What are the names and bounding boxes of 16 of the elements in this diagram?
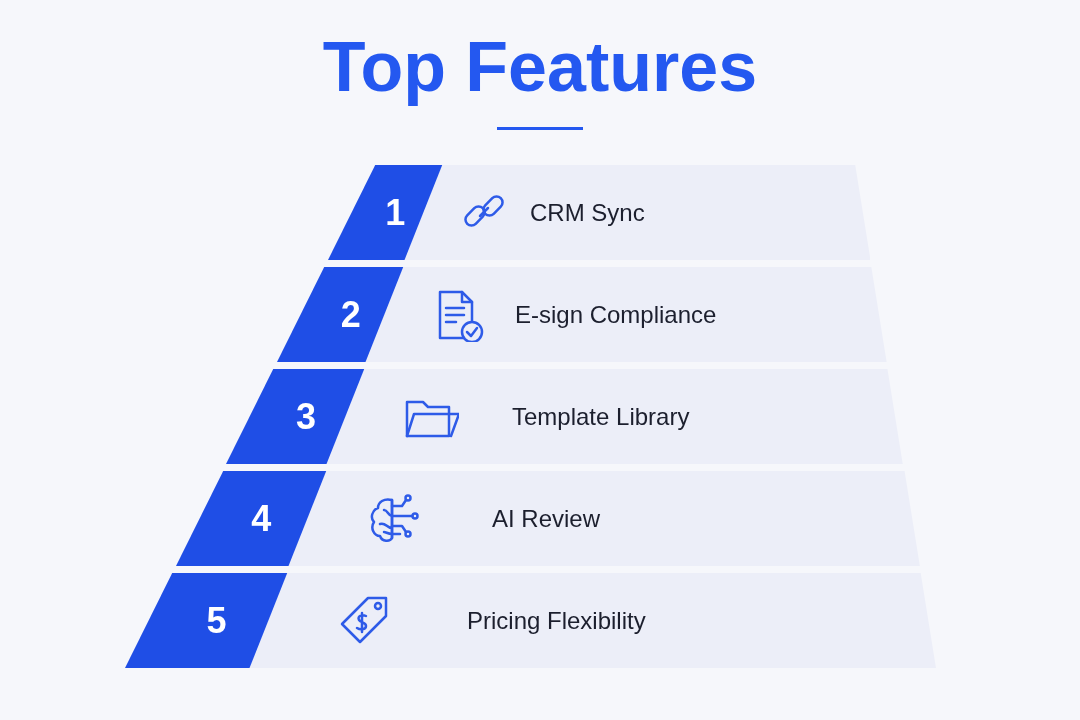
pyramid-tier bbox=[277, 267, 887, 362]
tier-number: 1 bbox=[385, 192, 406, 233]
pyramid-tier bbox=[175, 471, 920, 566]
feature-label: E-sign Compliance bbox=[515, 299, 717, 330]
pyramid-tier bbox=[125, 573, 936, 668]
feature-label: Pricing Flexibility bbox=[467, 605, 646, 636]
pyramid-tier bbox=[327, 165, 871, 260]
tier-number: 5 bbox=[206, 600, 227, 641]
feature-label: AI Review bbox=[492, 503, 601, 534]
title: Top Features bbox=[321, 27, 759, 108]
pyramid-tier bbox=[226, 369, 904, 464]
feature-label: Template Library bbox=[512, 401, 690, 432]
feature-label: CRM Sync bbox=[530, 197, 645, 228]
tier-number: 2 bbox=[340, 294, 361, 335]
tier-number: 3 bbox=[295, 396, 316, 437]
tier-number: 4 bbox=[251, 498, 272, 539]
